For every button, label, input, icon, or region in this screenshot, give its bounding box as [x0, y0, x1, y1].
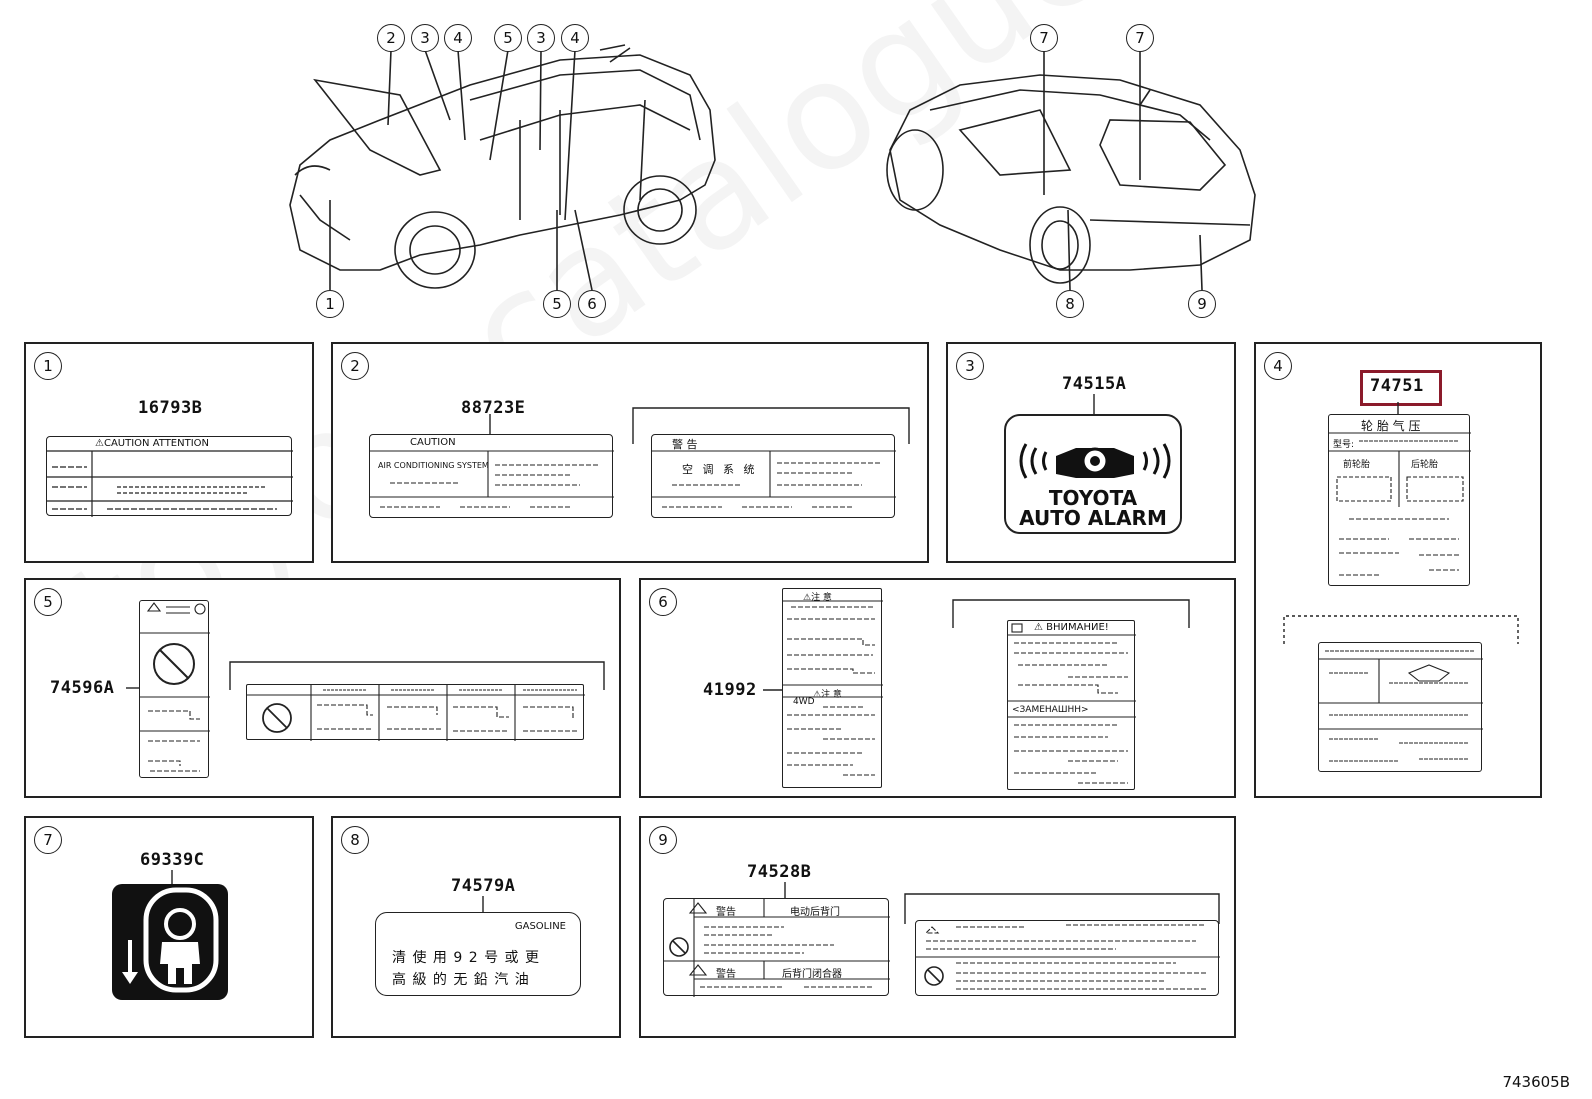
panel-1-part-number[interactable]: 16793B [138, 398, 203, 418]
fuel-line-2: 高 級 的 无 鉛 汽 油 [392, 972, 530, 988]
callout-1-bottom: 1 [316, 290, 344, 318]
ac-warning-cn: 警 告 [672, 438, 698, 451]
ac-caution: CAUTION [410, 437, 456, 448]
4wd-caution-title-2: ⚠注 意 [813, 690, 842, 700]
panel-6-part-number[interactable]: 41992 [703, 680, 757, 700]
tire-title: 轮 胎 气 压 [1361, 419, 1421, 433]
backdoor-warning-1: 警告 [716, 907, 736, 918]
label-88723E-cn[interactable]: 警 告 空 调 系 统 [651, 434, 896, 518]
panel-1: 1 16793B ⚠CAUTION ATTENTION [24, 342, 314, 563]
callout-3b-top: 3 [527, 24, 555, 52]
fuel-line-1: 清 使 用 9 2 号 或 更 [392, 950, 540, 966]
callout-4b-top: 4 [561, 24, 589, 52]
power-backdoor-label-en[interactable] [915, 920, 1220, 996]
panel-2-number: 2 [341, 352, 369, 380]
panel-8-part-number[interactable]: 74579A [451, 876, 516, 896]
diagram-number: 743605B [1502, 1073, 1570, 1091]
panel-6: 6 41992 ⚠注 意 ⚠注 意 4WD ⚠ ВНИМАНИЕ! <ЗАМЕН… [639, 578, 1236, 798]
panel-2: 2 88723E CAUTION AIR CONDITIONING SYSTEM… [331, 342, 929, 563]
ru-warning-sub: <ЗАМЕНАШНН> [1012, 705, 1089, 715]
panel-4: 4 74751 轮 胎 气 压 型号: 前轮胎 后轮胎 [1254, 342, 1542, 798]
callout-6-bottom: 6 [578, 290, 606, 318]
ru-warning-title: ⚠ ВНИМАНИЕ! [1034, 622, 1109, 633]
callout-8-bottom: 8 [1056, 290, 1084, 318]
callout-5-top: 5 [494, 24, 522, 52]
panel-3-part-number[interactable]: 74515A [1062, 374, 1127, 394]
backdoor-title-1: 电动后背门 [790, 907, 840, 918]
part-highlight-box [1360, 370, 1442, 406]
tire-pressure-label-ru[interactable] [1318, 642, 1483, 772]
toyota-auto-alarm-label[interactable]: TOYOTA AUTO ALARM [1004, 414, 1182, 534]
panel-9-part-number[interactable]: 74528B [747, 862, 812, 882]
4wd-caution-label-cn[interactable]: ⚠注 意 ⚠注 意 4WD [782, 588, 883, 788]
callout-9-bottom: 9 [1188, 290, 1216, 318]
fuel-label[interactable]: GASOLINE 清 使 用 9 2 号 或 更 高 級 的 无 鉛 汽 油 [375, 912, 581, 996]
callout-2-top: 2 [377, 24, 405, 52]
ac-system: AIR CONDITIONING SYSTEM [378, 461, 489, 470]
panel-5: 5 74596A [24, 578, 621, 798]
4wd-caution-label-ru[interactable]: ⚠ ВНИМАНИЕ! <ЗАМЕНАШНН> [1007, 620, 1136, 790]
4wd-caution-sub: 4WD [793, 697, 815, 707]
fuel-head: GASOLINE [514, 921, 566, 932]
callout-7b-top: 7 [1126, 24, 1154, 52]
airbag-label-horizontal[interactable] [246, 684, 585, 741]
tire-model: 型号: [1333, 440, 1355, 450]
airbag-label-vertical[interactable] [139, 600, 210, 778]
label-16793B[interactable]: ⚠CAUTION ATTENTION [46, 436, 293, 517]
callout-4-top: 4 [444, 24, 472, 52]
panel-7: 7 69339C [24, 816, 314, 1038]
callout-5-bottom: 5 [543, 290, 571, 318]
panel-8-number: 8 [341, 826, 369, 854]
child-seat-icon [122, 887, 219, 993]
panel-3: 3 74515A TOYOTA AUTO ALARM [946, 342, 1236, 563]
tire-front: 前轮胎 [1343, 460, 1371, 470]
tire-pressure-label-cn[interactable]: 轮 胎 气 压 型号: 前轮胎 后轮胎 [1328, 414, 1471, 586]
panel-6-number: 6 [649, 588, 677, 616]
backdoor-title-2: 后背门闭合器 [782, 969, 842, 980]
panel-9: 9 74528B 警告 电动后背门 警告 后背门闭合器 [639, 816, 1236, 1038]
panel-4-number: 4 [1264, 352, 1292, 380]
alarm-line-1: TOYOTA [1048, 486, 1138, 510]
label-16793B-title: ⚠CAUTION ATTENTION [95, 438, 210, 449]
ac-system-cn: 空 调 系 统 [682, 463, 758, 476]
power-backdoor-label-cn[interactable]: 警告 电动后背门 警告 后背门闭合器 [663, 898, 890, 997]
child-seat-icon-label[interactable] [112, 884, 228, 1000]
callout-7a-top: 7 [1030, 24, 1058, 52]
panel-2-part-number[interactable]: 88723E [461, 398, 526, 418]
panel-1-number: 1 [34, 352, 62, 380]
panel-3-number: 3 [956, 352, 984, 380]
tire-rear: 后轮胎 [1411, 460, 1439, 470]
panel-7-number: 7 [34, 826, 62, 854]
label-88723E-en[interactable]: CAUTION AIR CONDITIONING SYSTEM [369, 434, 614, 518]
4wd-caution-title-1: ⚠注 意 [803, 593, 832, 603]
panel-5-number: 5 [34, 588, 62, 616]
panel-7-part-number[interactable]: 69339C [140, 850, 205, 870]
panel-9-number: 9 [649, 826, 677, 854]
car-illustrations [289, 44, 1256, 291]
backdoor-warning-2: 警告 [716, 969, 736, 980]
alarm-line-2: AUTO ALARM [1019, 506, 1167, 530]
callout-3-top: 3 [411, 24, 439, 52]
panel-4-part-number[interactable]: 74751 [1370, 376, 1424, 396]
panel-8: 8 74579A GASOLINE 清 使 用 9 2 号 或 更 高 級 的 … [331, 816, 621, 1038]
panel-5-part-number[interactable]: 74596A [50, 678, 115, 698]
